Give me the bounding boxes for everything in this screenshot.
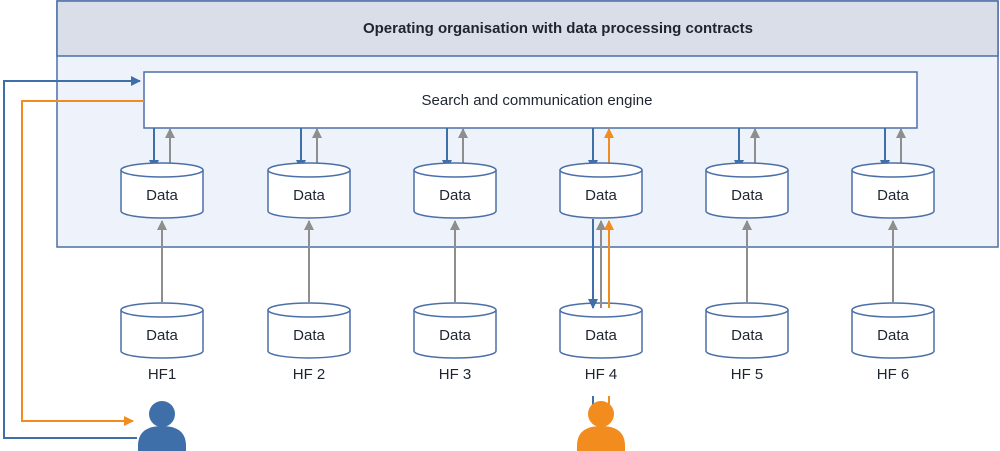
hf-data-db-5-label: Data [731,327,763,344]
internal-data-db-1: Data [120,162,204,219]
organisation-header [56,0,999,57]
internal-data-db-5: Data [705,162,789,219]
blue-user-request-line [3,76,141,439]
internal-data-db-2: Data [267,162,351,219]
orange-response-line [21,100,144,426]
internal-data-db-6-label: Data [877,187,909,204]
hf-label-1: HF1 [148,366,176,383]
internal-data-db-3: Data [413,162,497,219]
hf-data-db-6: Data [851,302,935,359]
internal-data-db-1-label: Data [146,187,178,204]
internal-data-db-6: Data [851,162,935,219]
hf-data-db-1-label: Data [146,327,178,344]
hf-data-db-4: Data [559,302,643,359]
hf-data-db-3: Data [413,302,497,359]
internal-data-db-2-label: Data [293,187,325,204]
hf-data-db-2-label: Data [293,327,325,344]
hf-label-5: HF 5 [731,366,764,383]
hf-data-db-4-label: Data [585,327,617,344]
internal-data-db-3-label: Data [439,187,471,204]
search-engine-label: Search and communication engine [422,92,653,109]
hf-data-db-3-label: Data [439,327,471,344]
search-engine-box [143,71,918,129]
person-icon-blue [138,401,186,451]
hf-data-db-1: Data [120,302,204,359]
person-icon-orange [577,401,625,451]
internal-data-db-5-label: Data [731,187,763,204]
hf-label-4: HF 4 [585,366,618,383]
hf-data-db-6-label: Data [877,327,909,344]
hf-data-db-2: Data [267,302,351,359]
hf-label-6: HF 6 [877,366,910,383]
internal-data-db-4-label: Data [585,187,617,204]
hf-data-db-5: Data [705,302,789,359]
organisation-title: Operating organisation with data process… [363,20,753,37]
hf-label-3: HF 3 [439,366,472,383]
hf-label-2: HF 2 [293,366,326,383]
internal-data-db-4: Data [559,162,643,219]
